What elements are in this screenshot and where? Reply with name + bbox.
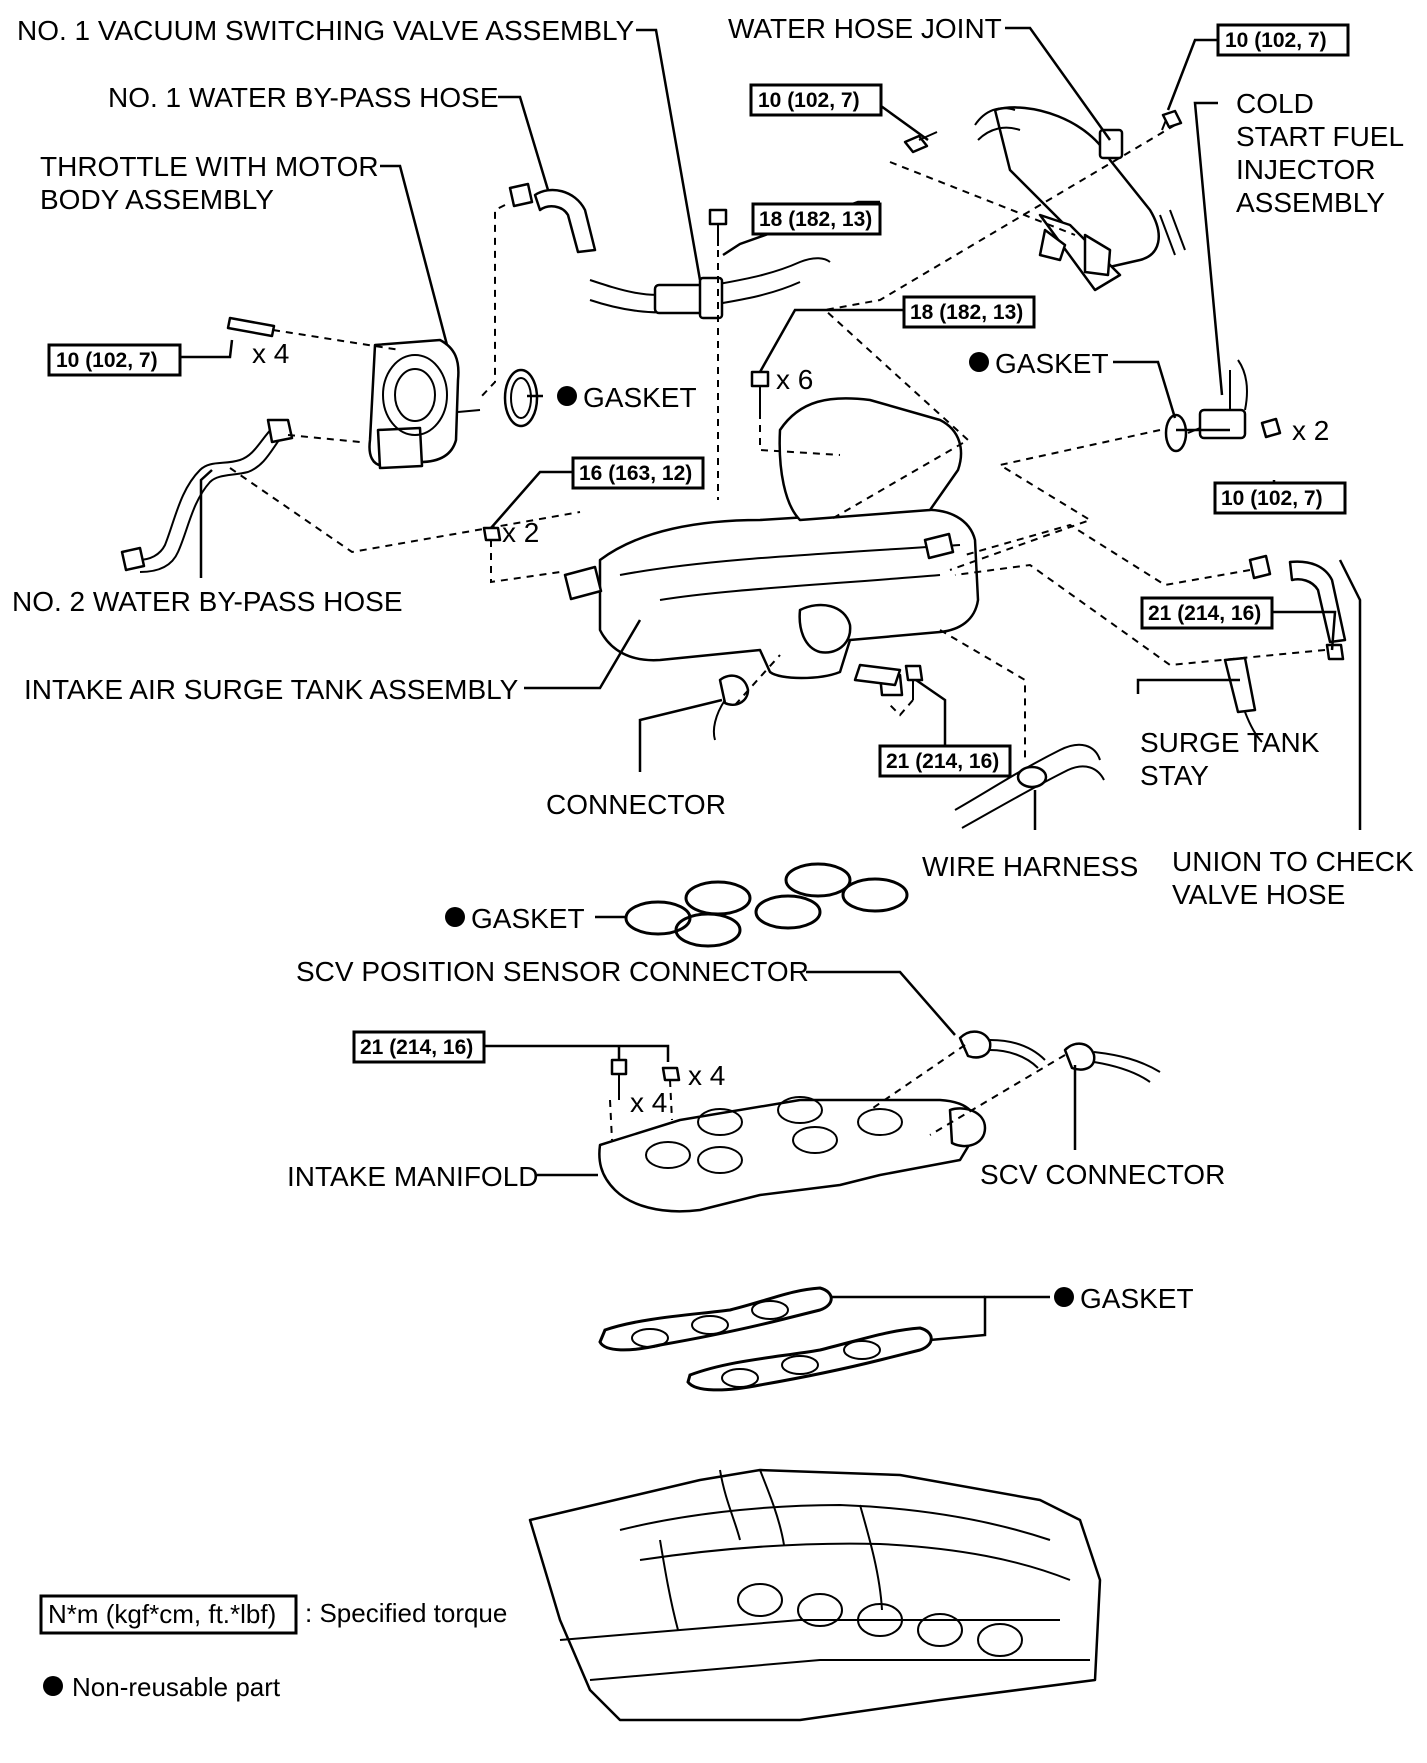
label-intake-manifold: INTAKE MANIFOLD bbox=[287, 1161, 539, 1192]
torque-spec-surge-nut: 16 (163, 12) bbox=[571, 456, 705, 490]
svg-text:21 (214, 16): 21 (214, 16) bbox=[886, 750, 999, 773]
intake-manifold-drawing bbox=[598, 1058, 987, 1213]
torque-spec-surge-tank: 18 (182, 13) bbox=[902, 295, 1036, 329]
legend-torque-box bbox=[39, 1594, 298, 1635]
nonreusable-dot-icon bbox=[969, 352, 989, 372]
quantity-manifold-bolts: x 4 bbox=[630, 1087, 667, 1118]
engine-overview-drawing bbox=[528, 1468, 1102, 1722]
label-scv-position-sensor-connector: SCV POSITION SENSOR CONNECTOR bbox=[296, 956, 809, 987]
label-surge-tank-stay-line1: SURGE TANK bbox=[1140, 727, 1320, 758]
throttle-gasket-drawing bbox=[503, 368, 539, 428]
union-hose-drawing bbox=[1248, 554, 1347, 661]
svg-text:18 (182, 13): 18 (182, 13) bbox=[910, 301, 1023, 324]
legend: N*m (kgf*cm, ft.*lbf) : Specified torque… bbox=[39, 1594, 507, 1702]
label-no1-water-bypass-hose: NO. 1 WATER BY-PASS HOSE bbox=[108, 82, 499, 113]
label-throttle-line1: THROTTLE WITH MOTOR bbox=[40, 151, 379, 182]
quantity-manifold-nuts: x 4 bbox=[688, 1060, 725, 1091]
quantity-injector-bolts: x 2 bbox=[1292, 415, 1329, 446]
bolt-joint-left bbox=[903, 131, 938, 154]
svg-text:10 (102, 7): 10 (102, 7) bbox=[1225, 29, 1327, 52]
wire-harness-drawing bbox=[954, 743, 1105, 829]
svg-text:21 (214, 16): 21 (214, 16) bbox=[360, 1036, 473, 1059]
torque-spec-manifold: 21 (214, 16) bbox=[352, 1030, 486, 1064]
surge-tank-fasteners bbox=[482, 370, 924, 700]
label-gasket-surge: GASKET bbox=[471, 903, 585, 934]
label-gasket-injector: GASKET bbox=[995, 348, 1109, 379]
svg-text:21 (214, 16): 21 (214, 16) bbox=[1148, 602, 1261, 625]
torque-spec-throttle: 10 (102, 7) bbox=[47, 343, 182, 377]
leader-lines bbox=[180, 26, 1362, 1342]
no1-water-bypass-hose-drawing bbox=[508, 182, 597, 254]
label-gasket-throttle: GASKET bbox=[583, 382, 697, 413]
svg-text:10 (102, 7): 10 (102, 7) bbox=[56, 349, 158, 372]
torque-spec-joint-right: 10 (102, 7) bbox=[1216, 23, 1350, 57]
label-water-hose-joint: WATER HOSE JOINT bbox=[728, 13, 1002, 44]
label-vacuum-switching-valve: NO. 1 VACUUM SWITCHING VALVE ASSEMBLY bbox=[17, 15, 634, 46]
legend-torque-units: N*m (kgf*cm, ft.*lbf) bbox=[48, 1599, 276, 1629]
manifold-gaskets-drawing bbox=[598, 1286, 933, 1392]
legend-nonreusable-text: Non-reusable part bbox=[72, 1672, 281, 1702]
torque-spec-stay: 21 (214, 16) bbox=[878, 744, 1012, 778]
nonreusable-dot-icon bbox=[557, 386, 577, 406]
svg-text:16 (163, 12): 16 (163, 12) bbox=[579, 462, 692, 485]
label-connector: CONNECTOR bbox=[546, 789, 726, 820]
nonreusable-dot-icon bbox=[445, 907, 465, 927]
surge-tank-drawing bbox=[563, 397, 980, 697]
legend-torque-text: : Specified torque bbox=[305, 1598, 507, 1628]
svg-text:18 (182, 13): 18 (182, 13) bbox=[759, 208, 872, 231]
torque-spec-joint-left: 10 (102, 7) bbox=[749, 83, 883, 117]
label-no2-water-bypass-hose: NO. 2 WATER BY-PASS HOSE bbox=[12, 586, 403, 617]
torque-spec-union: 21 (214, 16) bbox=[1140, 596, 1274, 630]
legend-nonreusable-dot-icon bbox=[43, 1676, 63, 1696]
no2-water-bypass-hose-drawing bbox=[120, 418, 294, 573]
svg-text:10 (102, 7): 10 (102, 7) bbox=[1221, 487, 1323, 510]
label-surge-tank: INTAKE AIR SURGE TANK ASSEMBLY bbox=[24, 674, 519, 705]
label-gasket-manifold: GASKET bbox=[1080, 1283, 1194, 1314]
label-cold-start-line2: START FUEL bbox=[1236, 121, 1404, 152]
torque-spec-vsv: 18 (182, 13) bbox=[751, 202, 882, 236]
label-wire-harness: WIRE HARNESS bbox=[922, 851, 1138, 882]
label-union-line1: UNION TO CHECK bbox=[1172, 846, 1414, 877]
nonreusable-dot-icon bbox=[1054, 1287, 1074, 1307]
label-cold-start-line3: INJECTOR bbox=[1236, 154, 1376, 185]
svg-text:10 (102, 7): 10 (102, 7) bbox=[758, 89, 860, 112]
assembly-dashed-lines bbox=[229, 124, 1326, 1141]
label-cold-start-line4: ASSEMBLY bbox=[1236, 187, 1385, 218]
label-surge-tank-stay-line2: STAY bbox=[1140, 760, 1209, 791]
vacuum-switching-valve-drawing bbox=[589, 208, 831, 320]
surge-tank-stay-drawing bbox=[1223, 656, 1263, 743]
surge-gasket-rings bbox=[624, 862, 909, 948]
quantity-throttle-bolts: x 4 bbox=[252, 338, 289, 369]
quantity-surge-bolts: x 6 bbox=[776, 364, 813, 395]
water-hose-joint-drawing bbox=[974, 106, 1186, 292]
throttle-body-drawing bbox=[226, 316, 481, 470]
cold-start-injector-drawing bbox=[1164, 359, 1282, 453]
scv-connectors-drawing bbox=[958, 1030, 1161, 1083]
label-cold-start-line1: COLD bbox=[1236, 88, 1314, 119]
label-throttle-line2: BODY ASSEMBLY bbox=[40, 184, 274, 215]
torque-spec-injector: 10 (102, 7) bbox=[1213, 481, 1347, 515]
label-scv-connector: SCV CONNECTOR bbox=[980, 1159, 1225, 1190]
quantity-surge-nuts: x 2 bbox=[502, 517, 539, 548]
connector-drawing bbox=[712, 674, 750, 741]
bolt-joint-right bbox=[1161, 109, 1183, 131]
label-union-line2: VALVE HOSE bbox=[1172, 879, 1345, 910]
